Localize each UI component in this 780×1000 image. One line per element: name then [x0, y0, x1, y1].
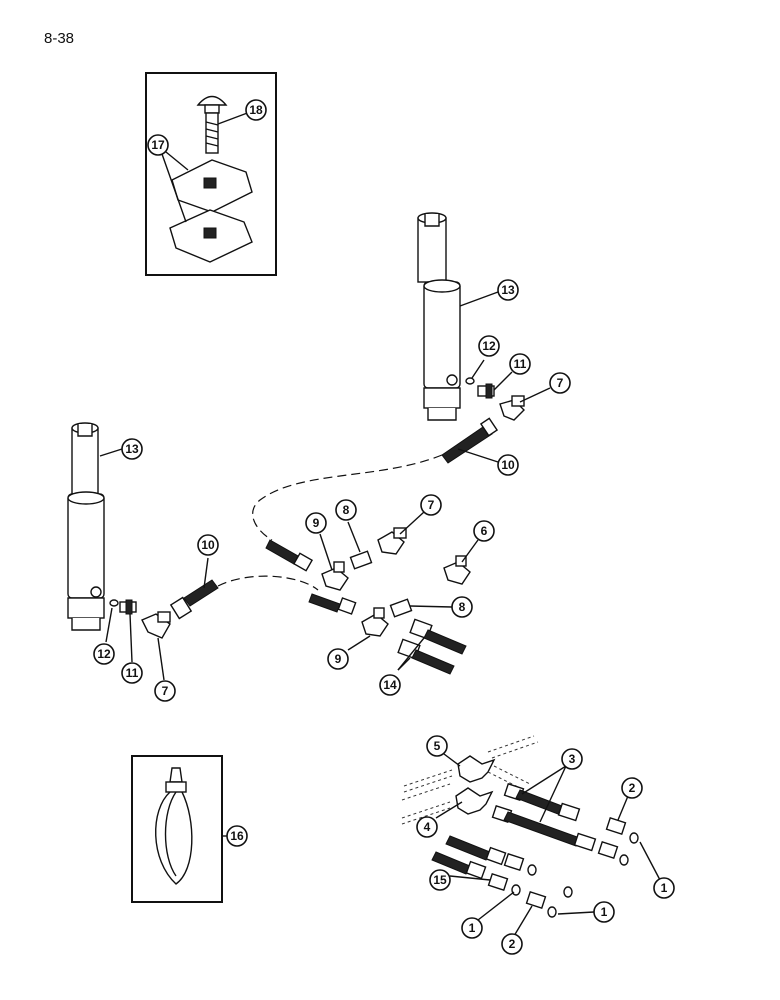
callout-6: 6 [473, 520, 495, 542]
elbow-fitting-part [141, 611, 171, 639]
tee-fitting-part [361, 607, 389, 637]
svg-text:11: 11 [514, 357, 527, 371]
hose-part [491, 782, 597, 852]
svg-text:1: 1 [469, 921, 476, 935]
callout-11: 11 [121, 662, 143, 684]
hydraulic-cylinder-right [417, 212, 461, 421]
callout-3: 3 [561, 748, 583, 770]
callout-12: 12 [478, 335, 500, 357]
callout-15: 15 [429, 869, 451, 891]
short-hose-part [431, 835, 507, 880]
callout-16: 16 [226, 825, 248, 847]
callout-9: 9 [327, 648, 349, 670]
svg-text:2: 2 [509, 937, 516, 951]
svg-text:6: 6 [481, 524, 488, 538]
svg-text:15: 15 [433, 873, 447, 887]
svg-text:5: 5 [434, 739, 441, 753]
callout-1: 1 [653, 877, 675, 899]
tee-fitting-part [321, 561, 349, 591]
adapter-fitting-part [349, 550, 373, 570]
adapter-fitting-part [487, 816, 627, 910]
svg-text:13: 13 [501, 283, 515, 297]
callout-17: 17 [147, 134, 169, 156]
elbow-fitting-part [377, 527, 407, 555]
svg-text:12: 12 [482, 339, 496, 353]
callout-13: 13 [121, 438, 143, 460]
svg-text:13: 13 [125, 442, 139, 456]
svg-text:12: 12 [97, 647, 111, 661]
inset-strap [131, 755, 223, 903]
svg-text:4: 4 [424, 820, 431, 834]
hose-assembly-part [397, 618, 467, 675]
svg-text:9: 9 [335, 652, 342, 666]
svg-text:18: 18 [249, 103, 263, 117]
carriage-bolt-part [196, 95, 228, 154]
callout-8: 8 [451, 596, 473, 618]
adapter-fitting-part [119, 599, 137, 615]
inset-bolt-clamps [145, 72, 277, 276]
o-ring-part [511, 832, 639, 918]
svg-text:8: 8 [459, 600, 466, 614]
elbow-fitting-part [499, 395, 525, 421]
callout-18: 18 [245, 99, 267, 121]
svg-text:11: 11 [126, 666, 139, 680]
callout-2: 2 [621, 777, 643, 799]
callout-9: 9 [305, 512, 327, 534]
svg-text:17: 17 [151, 138, 165, 152]
svg-text:7: 7 [162, 684, 169, 698]
o-ring-part [465, 377, 475, 385]
clamp-plate-part [169, 159, 253, 263]
callout-10: 10 [197, 534, 219, 556]
svg-text:1: 1 [601, 905, 608, 919]
hose-part [169, 579, 219, 620]
svg-text:8: 8 [343, 503, 350, 517]
callout-1: 1 [461, 917, 483, 939]
hose-part [441, 417, 499, 464]
callout-8: 8 [335, 499, 357, 521]
svg-text:3: 3 [569, 752, 576, 766]
callout-7: 7 [549, 372, 571, 394]
svg-text:10: 10 [201, 538, 215, 552]
callout-11: 11 [509, 353, 531, 375]
svg-text:7: 7 [428, 498, 435, 512]
svg-text:9: 9 [313, 516, 320, 530]
hose-end-part [265, 539, 314, 572]
callout-13: 13 [497, 279, 519, 301]
svg-text:7: 7 [557, 376, 564, 390]
callout-7: 7 [420, 494, 442, 516]
o-ring-part [109, 599, 119, 607]
adapter-fitting-part [477, 383, 495, 399]
callout-12: 12 [93, 643, 115, 665]
svg-text:14: 14 [383, 678, 397, 692]
callout-7: 7 [154, 680, 176, 702]
callout-5: 5 [426, 735, 448, 757]
svg-text:1: 1 [661, 881, 668, 895]
hose-end-part [308, 593, 357, 615]
callout-1: 1 [593, 901, 615, 923]
svg-text:10: 10 [501, 458, 515, 472]
callout-14: 14 [379, 674, 401, 696]
callout-2: 2 [501, 933, 523, 955]
adapter-fitting-part [389, 598, 413, 618]
callout-10: 10 [497, 454, 519, 476]
tee-fitting-part [443, 555, 471, 585]
cross-fitting-part [401, 783, 494, 825]
cross-fitting-part [403, 735, 539, 793]
page-number: 8-38 [44, 30, 75, 47]
svg-text:16: 16 [230, 829, 244, 843]
svg-text:2: 2 [629, 781, 636, 795]
hydraulic-cylinder-left [67, 422, 105, 631]
callout-4: 4 [416, 816, 438, 838]
